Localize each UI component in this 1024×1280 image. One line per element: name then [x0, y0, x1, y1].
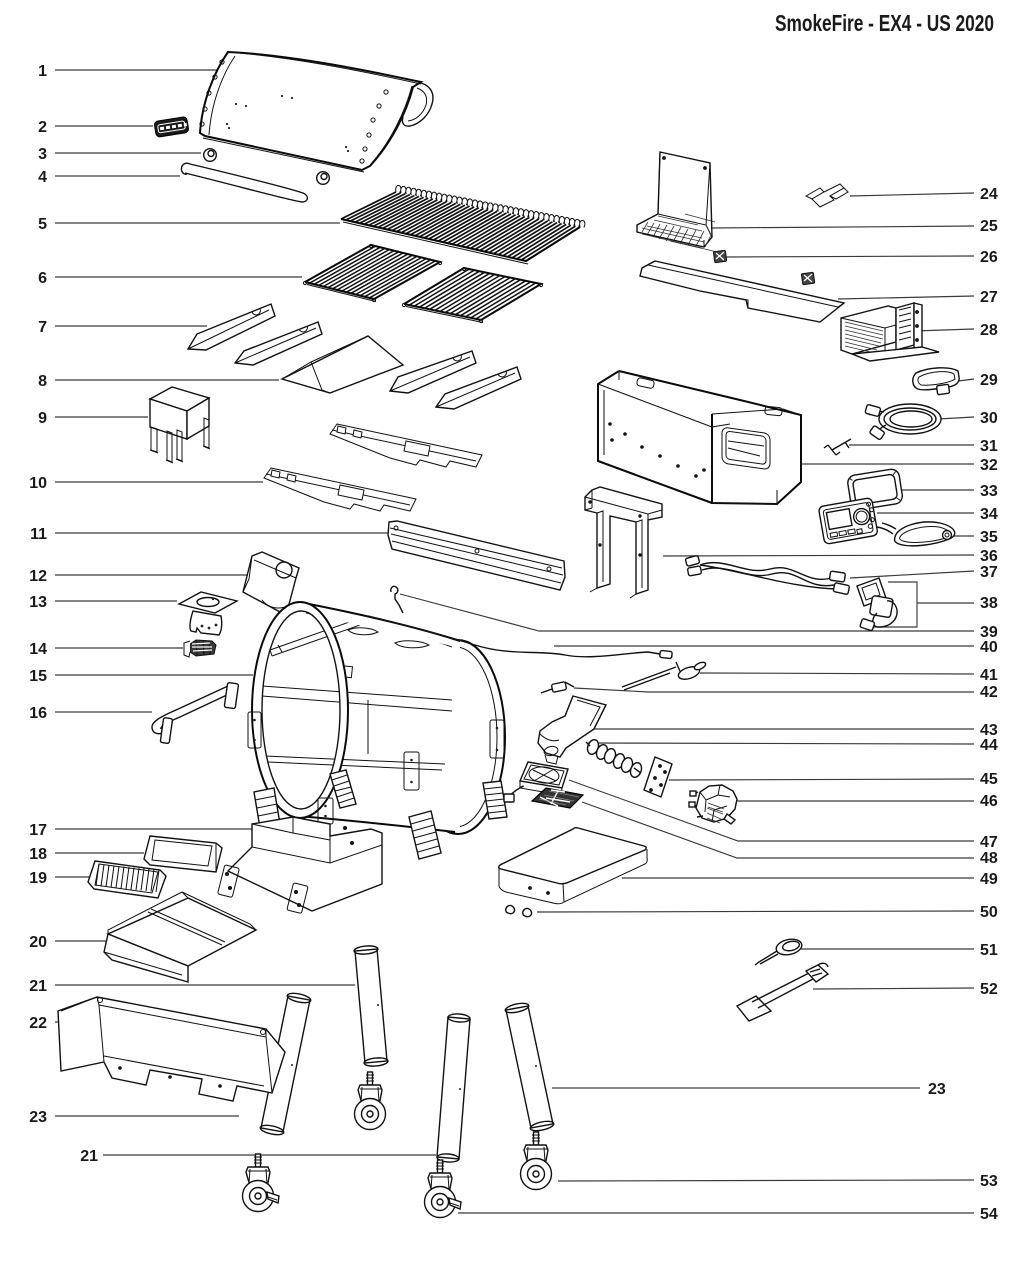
- svg-text:3: 3: [38, 146, 47, 163]
- svg-text:45: 45: [980, 771, 998, 788]
- svg-text:49: 49: [980, 871, 998, 888]
- svg-text:35: 35: [980, 529, 998, 546]
- svg-text:18: 18: [29, 846, 47, 863]
- svg-text:54: 54: [980, 1206, 998, 1223]
- svg-text:46: 46: [980, 793, 998, 810]
- svg-text:44: 44: [980, 737, 998, 754]
- svg-text:27: 27: [980, 289, 998, 306]
- svg-text:23: 23: [29, 1109, 47, 1126]
- svg-text:23: 23: [928, 1081, 946, 1098]
- svg-text:8: 8: [38, 373, 47, 390]
- svg-text:53: 53: [980, 1173, 998, 1190]
- svg-text:26: 26: [980, 249, 998, 266]
- svg-text:SmokeFire - EX4 - US 2020: SmokeFire - EX4 - US 2020: [775, 10, 994, 36]
- svg-text:22: 22: [29, 1015, 47, 1032]
- svg-text:2: 2: [38, 119, 47, 136]
- svg-text:21: 21: [29, 978, 47, 995]
- svg-text:29: 29: [980, 372, 998, 389]
- svg-text:37: 37: [980, 564, 998, 581]
- svg-text:28: 28: [980, 322, 998, 339]
- svg-text:4: 4: [38, 169, 47, 186]
- svg-text:6: 6: [38, 270, 47, 287]
- svg-text:39: 39: [980, 624, 998, 641]
- svg-text:34: 34: [980, 506, 998, 523]
- svg-text:15: 15: [29, 668, 47, 685]
- svg-text:16: 16: [29, 705, 47, 722]
- svg-text:38: 38: [980, 595, 998, 612]
- svg-text:42: 42: [980, 684, 998, 701]
- svg-text:36: 36: [980, 548, 998, 565]
- svg-text:43: 43: [980, 722, 998, 739]
- svg-text:41: 41: [980, 667, 998, 684]
- svg-text:32: 32: [980, 457, 998, 474]
- svg-text:50: 50: [980, 904, 998, 921]
- svg-text:30: 30: [980, 410, 998, 427]
- svg-text:25: 25: [980, 218, 998, 235]
- svg-text:51: 51: [980, 942, 998, 959]
- svg-text:21: 21: [80, 1148, 98, 1165]
- svg-text:52: 52: [980, 981, 998, 998]
- svg-text:13: 13: [29, 594, 47, 611]
- svg-text:11: 11: [30, 526, 47, 543]
- svg-text:17: 17: [29, 822, 47, 839]
- svg-text:31: 31: [980, 438, 998, 455]
- svg-text:14: 14: [29, 641, 47, 658]
- svg-text:24: 24: [980, 186, 998, 203]
- svg-text:10: 10: [29, 475, 47, 492]
- svg-text:5: 5: [38, 216, 47, 233]
- svg-text:20: 20: [29, 934, 47, 951]
- svg-text:33: 33: [980, 483, 998, 500]
- svg-text:47: 47: [980, 834, 998, 851]
- svg-text:19: 19: [29, 870, 47, 887]
- svg-text:12: 12: [29, 568, 47, 585]
- svg-text:7: 7: [38, 319, 47, 336]
- svg-text:40: 40: [980, 639, 998, 656]
- svg-text:1: 1: [38, 63, 47, 80]
- svg-text:9: 9: [38, 410, 47, 427]
- svg-text:48: 48: [980, 850, 998, 867]
